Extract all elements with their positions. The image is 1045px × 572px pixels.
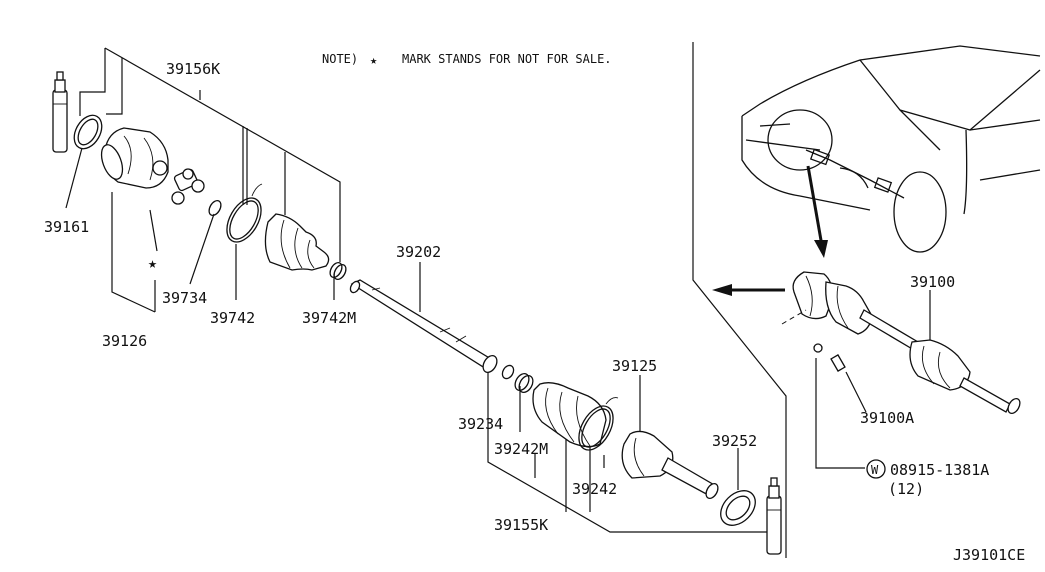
- label-39125: 39125: [612, 357, 657, 375]
- note-prefix: NOTE): [322, 52, 358, 66]
- washer-symbol: W: [871, 463, 879, 477]
- part-39126-housing: [100, 127, 169, 189]
- part-39742-band: [226, 183, 263, 243]
- label-39234: 39234: [458, 415, 503, 433]
- label-39742M: 39742M: [302, 309, 356, 327]
- star-mark: ★: [148, 254, 157, 272]
- grease-tube-right: [766, 477, 782, 555]
- part-39125-outer-joint: [621, 430, 719, 500]
- label-39161: 39161: [44, 218, 89, 236]
- washer-symbol-circle: [866, 459, 886, 479]
- part-39242-band: [578, 397, 619, 451]
- part-39234-snap-ring: [501, 364, 515, 380]
- part-39202-shaft: [349, 279, 498, 374]
- note-star: ★: [370, 53, 377, 67]
- boot-inner: [264, 213, 330, 271]
- label-39155K: 39155K: [494, 516, 548, 534]
- car-illustration: [741, 45, 1041, 253]
- reference-lines: [65, 42, 931, 558]
- label-39742: 39742: [210, 309, 255, 327]
- label-39100: 39100: [910, 273, 955, 291]
- grease-tube-left: [52, 71, 68, 153]
- boot-outer: [532, 382, 607, 448]
- part-39100A-bolt: [813, 343, 846, 372]
- label-39242M: 39242M: [494, 440, 548, 458]
- part-39100-assembly: [781, 271, 1021, 415]
- label-39202: 39202: [396, 243, 441, 261]
- part-labels: 39156K 39161 39126 39734 39742 39742M 39…: [44, 60, 989, 534]
- label-39126: 39126: [102, 332, 147, 350]
- tripod-joint: [171, 168, 205, 205]
- label-39252: 39252: [712, 432, 757, 450]
- label-08915-1381A: 08915-1381A: [890, 461, 989, 479]
- label-08915-qty: (12): [888, 480, 924, 498]
- label-39100A: 39100A: [860, 409, 914, 427]
- label-39734: 39734: [162, 289, 207, 307]
- part-39252-seal: [720, 490, 756, 526]
- pointer-arrows: [712, 165, 828, 296]
- part-39742M-small-band: [329, 261, 347, 281]
- part-39161-boot-band: [73, 114, 103, 150]
- label-39156K: 39156K: [166, 60, 220, 78]
- part-39734-snap-ring: [208, 199, 222, 217]
- label-39242: 39242: [572, 480, 617, 498]
- part-39242M-band: [514, 372, 534, 394]
- diagram-code: J39101CE: [953, 546, 1025, 564]
- note-text: MARK STANDS FOR NOT FOR SALE.: [402, 52, 612, 66]
